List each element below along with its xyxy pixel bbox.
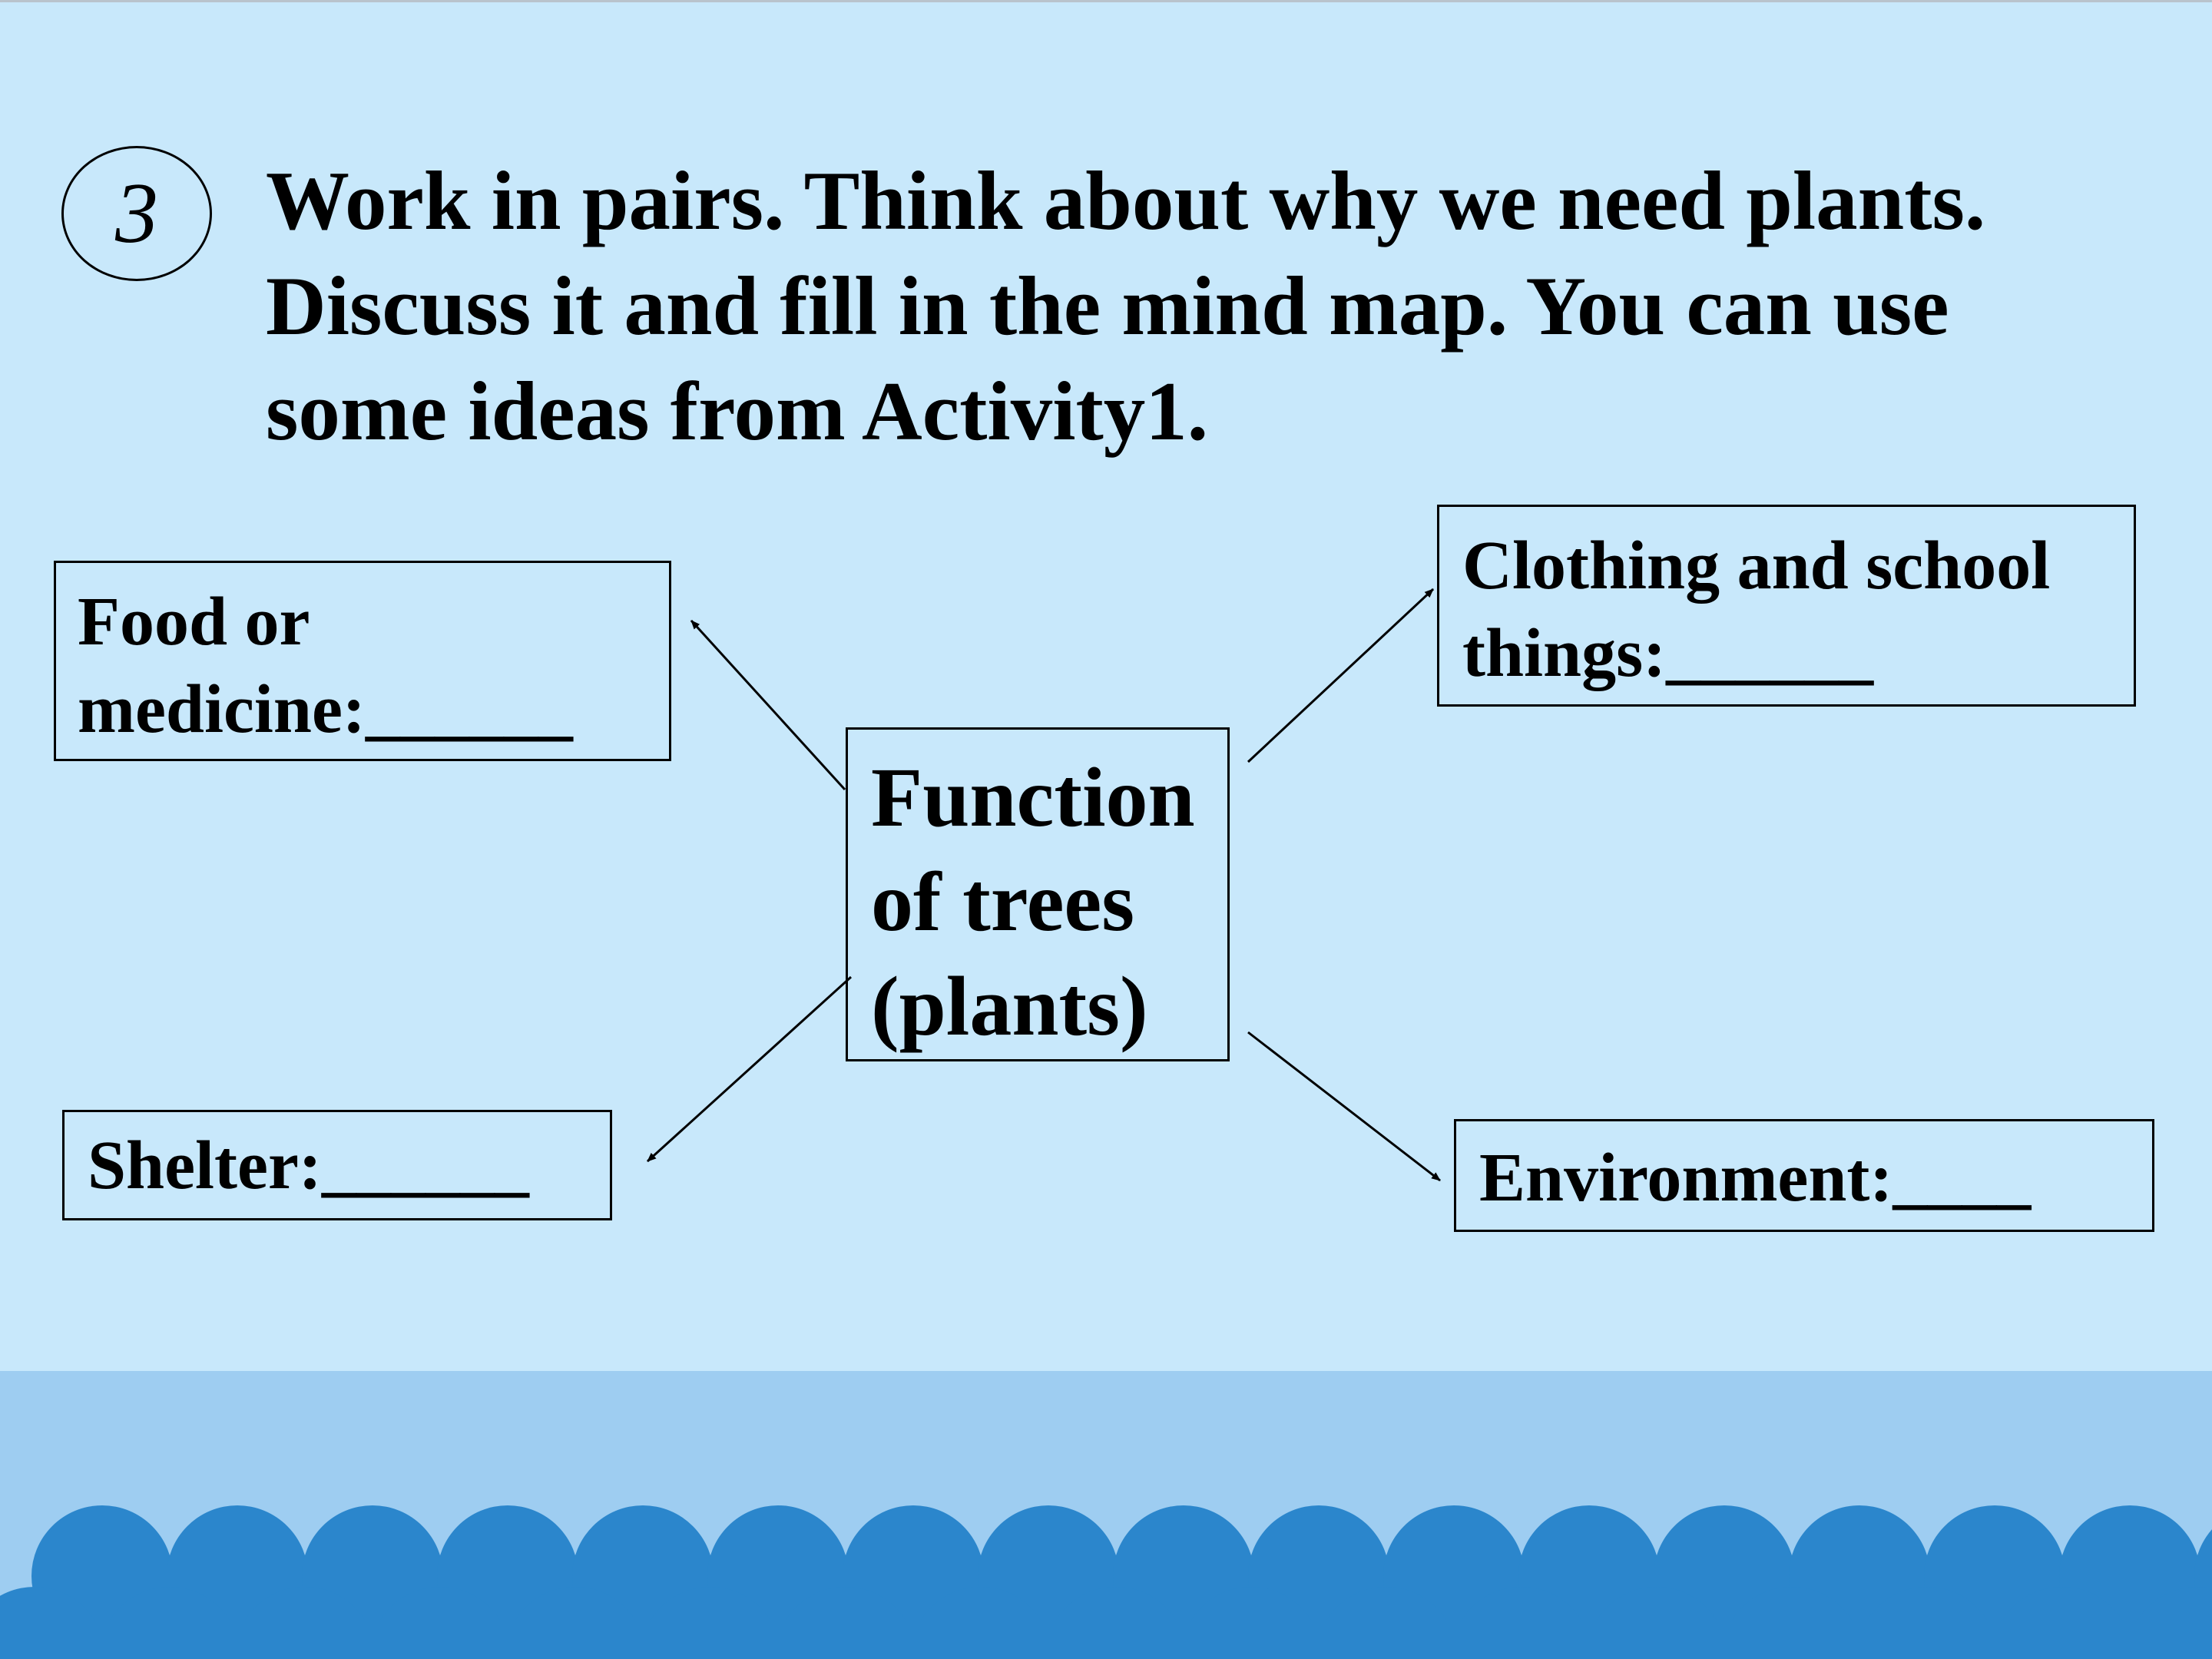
food-or-medicine-box: Food or medicine:______ [54,561,671,761]
arrow-to-clothing [1247,588,1435,763]
arrow-to-food [690,619,846,791]
center-topic-box: Function of trees (plants) [846,727,1230,1061]
wave-base [0,1621,2212,1659]
center-label: of trees [871,855,1135,949]
instruction-line: some ideas from Activity1. [266,365,1209,458]
box-label: things:______ [1462,615,1874,691]
activity-number: 3 [115,166,158,261]
instructions: Work in pairs. Think about why we need p… [266,148,2178,464]
box-label: Food or [78,584,310,660]
activity-number-badge: 3 [61,146,212,281]
center-label: (plants) [871,959,1148,1053]
clothing-and-school-things-box: Clothing and school things:______ [1437,505,2136,707]
top-rule [0,0,2212,2]
environment-box: Environment:____ [1454,1119,2154,1232]
instruction-line: Discuss it and fill in the mind map. You… [266,260,1949,353]
arrow-to-shelter [646,975,853,1163]
box-label: medicine:______ [78,671,573,747]
box-label: Shelter:______ [88,1128,529,1204]
box-label: Clothing and school [1462,528,2051,604]
center-label: Function [871,750,1195,844]
instruction-line: Work in pairs. Think about why we need p… [266,154,1986,247]
box-label: Environment:____ [1479,1140,2032,1216]
shelter-box: Shelter:______ [62,1110,612,1220]
arrow-to-environment [1247,1031,1441,1182]
